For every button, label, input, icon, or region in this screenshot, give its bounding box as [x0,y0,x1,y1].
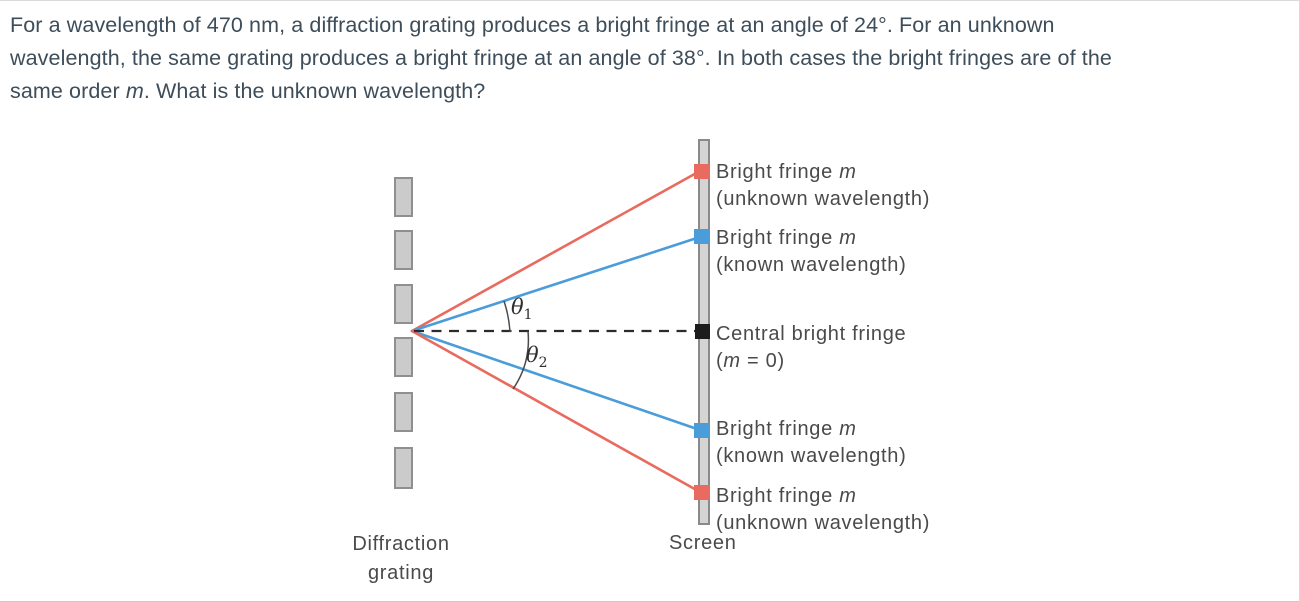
problem-statement: For a wavelength of 470 nm, a diffractio… [10,9,1295,108]
fringe-label-unknown-upper: Bright fringe m (unknown wavelength) [716,159,930,213]
ray-known-wavelength-lower [410,329,702,432]
diffraction-grating-caption-line2: grating [367,562,435,584]
fringe-label-title: Bright fringe m [716,225,906,252]
grating-slit-bar [394,392,413,432]
grating-slit-bar [394,284,413,324]
fringe-label-title-text: Bright fringe [716,161,840,183]
problem-line-1: For a wavelength of 470 nm, a diffractio… [10,13,1055,37]
fringe-label-detail-post: = 0) [740,350,785,372]
fringe-label-title-text: Bright fringe [716,227,840,249]
fringe-label-detail: (known wavelength) [716,254,907,276]
fringe-label-detail: (unknown wavelength) [716,512,931,534]
grating-slit-bar [394,177,413,217]
screen-caption: Screen [669,532,737,554]
fringe-label-unknown-lower: Bright fringe m (unknown wavelength) [716,483,930,537]
grating-slit-bar [394,230,413,270]
ray-unknown-wavelength-lower [410,329,702,494]
grating-slit-bar [394,447,413,489]
fringe-label-central: Central bright fringe (m = 0) [716,321,906,375]
diffraction-grating [394,177,413,489]
fringe-label-order-m: m [839,485,857,507]
fringe-label-title: Central bright fringe [716,323,907,345]
fringe-label-order-m: m [839,418,857,440]
fringe-label-order-m: m [839,227,857,249]
theta1-subscript: 1 [523,307,533,324]
fringe-label-title: Bright fringe m [716,416,906,443]
fringe-marker-central [695,324,710,339]
fringe-label-title: Bright fringe m [716,159,930,186]
diffraction-grating-caption-line1: Diffraction [352,533,450,555]
ray-known-wavelength-upper [410,235,702,333]
theta2-label: θ2 [526,343,548,370]
fringe-label-detail: (unknown wavelength) [716,188,931,210]
fringe-marker-known-lower [694,423,710,438]
fringe-label-known-lower: Bright fringe m (known wavelength) [716,416,906,470]
fringe-label-title: Bright fringe m [716,483,930,510]
fringe-marker-unknown-upper [694,164,710,179]
fringe-label-title-text: Bright fringe [716,485,840,507]
fringe-marker-unknown-lower [694,485,710,500]
problem-line-3-variable-m: m [125,79,144,103]
fringe-label-order-m: m [723,350,741,372]
theta2-subscript: 2 [538,355,548,372]
ray-unknown-wavelength-upper [410,169,702,333]
fringe-label-order-m: m [839,161,857,183]
fringe-label-detail: (m = 0) [716,348,906,375]
fringe-label-title-text: Bright fringe [716,418,840,440]
theta1-symbol: θ [511,295,524,319]
fringe-label-detail-pre: ( [716,350,724,372]
fringe-marker-known-upper [694,229,710,244]
theta2-angle-arc [512,330,530,390]
fringe-label-known-upper: Bright fringe m (known wavelength) [716,225,906,279]
problem-line-2: wavelength, the same grating produces a … [10,46,1112,70]
diffraction-grating-caption: Diffraction grating [339,530,463,588]
problem-line-3: same order m. What is the unknown wavele… [10,75,1295,108]
theta2-symbol: θ [526,343,539,367]
fringe-label-detail: (known wavelength) [716,445,907,467]
grating-slit-bar [394,337,413,377]
problem-line-3-pre: same order [10,79,126,103]
theta1-angle-arc [503,300,511,333]
problem-line-3-post: . What is the unknown wavelength? [143,79,486,103]
theta1-label: θ1 [511,295,533,322]
